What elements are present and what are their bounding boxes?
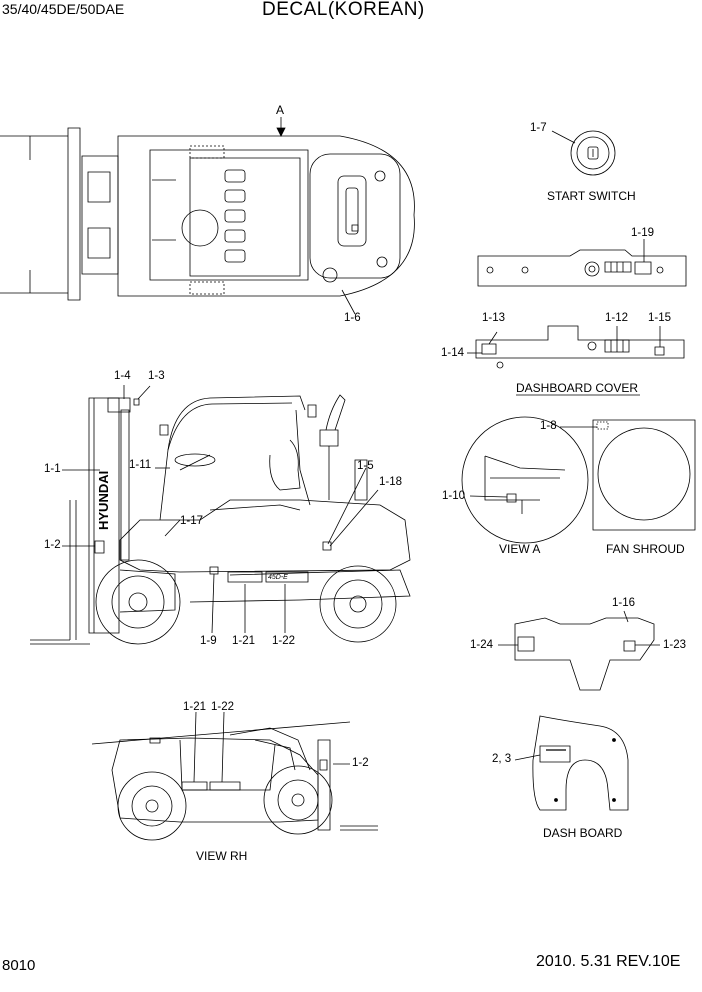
dash-board-drawing bbox=[515, 716, 628, 810]
top-view-forklift bbox=[0, 117, 414, 314]
view-a-drawing bbox=[462, 417, 588, 543]
callout-2-3: 2, 3 bbox=[492, 753, 512, 765]
callout-1-16: 1-16 bbox=[612, 597, 636, 609]
page-title: DECAL(KOREAN) bbox=[262, 0, 425, 20]
callout-1-7: 1-7 bbox=[530, 122, 547, 134]
fan-shroud-caption: FAN SHROUD bbox=[606, 542, 685, 556]
callout-1-22-rh: 1-22 bbox=[211, 701, 235, 713]
cover-panel-drawing bbox=[498, 611, 660, 690]
callout-1-8: 1-8 bbox=[540, 420, 557, 432]
side-view-forklift bbox=[30, 385, 410, 644]
view-a-caption: VIEW A bbox=[499, 542, 541, 556]
callout-1-22: 1-22 bbox=[272, 635, 296, 647]
dashboard-cover-caption: DASHBOARD COVER bbox=[516, 381, 639, 395]
fan-shroud-drawing bbox=[560, 420, 695, 530]
view-rh-caption: VIEW RH bbox=[196, 849, 248, 863]
callout-1-11: 1-11 bbox=[129, 459, 152, 471]
callout-1-21-rh: 1-21 bbox=[183, 701, 207, 713]
revision-date: 2010. 5.31 REV.10E bbox=[536, 953, 681, 970]
page-number: 8010 bbox=[2, 957, 36, 974]
callout-1-17: 1-17 bbox=[180, 515, 204, 527]
callout-1-21: 1-21 bbox=[232, 635, 256, 647]
callout-1-15: 1-15 bbox=[648, 312, 672, 324]
callout-1-4: 1-4 bbox=[114, 370, 131, 382]
dashboard-panel-drawing bbox=[478, 239, 686, 286]
callout-1-5: 1-5 bbox=[357, 460, 374, 472]
start-switch-caption: START SWITCH bbox=[547, 189, 636, 203]
callout-1-12: 1-12 bbox=[605, 312, 629, 324]
callout-1-23: 1-23 bbox=[663, 639, 687, 651]
start-switch-drawing bbox=[552, 131, 615, 175]
dash-board-caption: DASH BOARD bbox=[543, 826, 623, 840]
callout-1-24: 1-24 bbox=[470, 639, 494, 651]
model-number: 35/40/45DE/50DAE bbox=[2, 1, 125, 17]
callout-1-3: 1-3 bbox=[148, 370, 165, 382]
dashboard-cover-drawing bbox=[467, 326, 684, 395]
callout-1-1: 1-1 bbox=[44, 463, 61, 475]
callout-1-19: 1-19 bbox=[631, 227, 655, 239]
callout-1-2: 1-2 bbox=[44, 539, 61, 551]
callout-1-9: 1-9 bbox=[200, 635, 217, 647]
callout-1-10: 1-10 bbox=[442, 490, 466, 502]
callout-1-14: 1-14 bbox=[441, 347, 465, 359]
view-rh-forklift bbox=[92, 712, 378, 840]
view-arrow-label: A bbox=[276, 103, 285, 117]
callout-1-2-rh: 1-2 bbox=[352, 757, 369, 769]
callout-1-13: 1-13 bbox=[482, 312, 506, 324]
model-badge-text: 45D-E bbox=[268, 574, 288, 581]
callout-1-6: 1-6 bbox=[344, 312, 361, 324]
callout-1-18: 1-18 bbox=[379, 476, 403, 488]
mast-brand-text: HYUNDAI bbox=[96, 470, 111, 530]
